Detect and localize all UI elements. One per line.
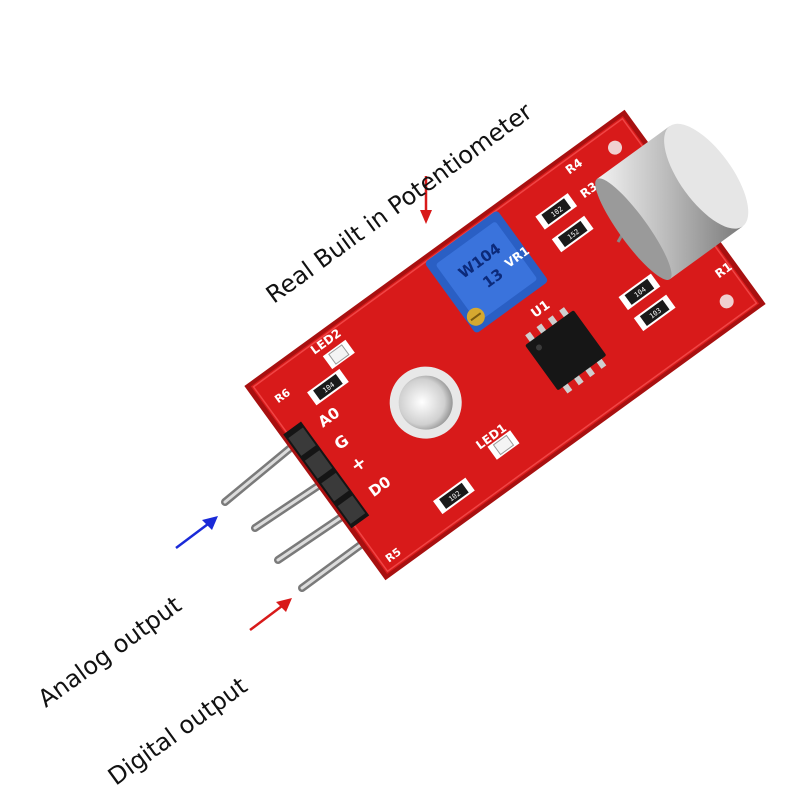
arrow-potentiometer (420, 176, 432, 224)
ic-chip-u1 (525, 307, 607, 394)
microphone (595, 123, 749, 280)
arrow-digital (249, 598, 292, 631)
resistors: 102 152 104 103 104 (307, 193, 676, 515)
potentiometer: W104 13 (425, 211, 548, 333)
led-1 (487, 430, 520, 460)
arrow-analog (175, 516, 218, 549)
led-2 (322, 339, 355, 370)
